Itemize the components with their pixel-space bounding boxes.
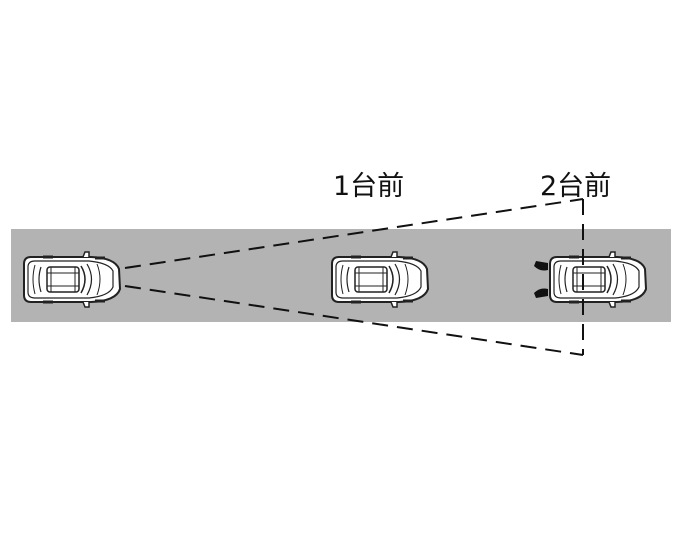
car-two-ahead bbox=[548, 250, 648, 309]
sight-cone bbox=[124, 198, 584, 356]
label-one-ahead: 1台前 bbox=[333, 171, 405, 202]
brake-lamp-icon bbox=[534, 288, 548, 298]
own-car bbox=[22, 250, 122, 309]
car-one-ahead bbox=[330, 250, 430, 309]
label-two-ahead: 2台前 bbox=[540, 171, 612, 202]
brake-lamp-icon bbox=[534, 261, 548, 271]
